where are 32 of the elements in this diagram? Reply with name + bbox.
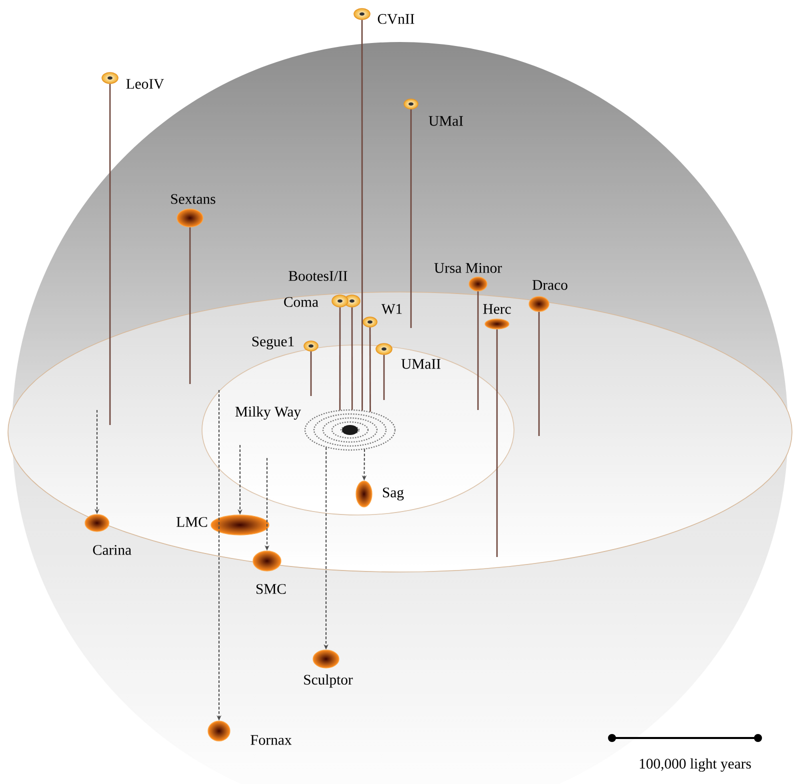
galaxy-label: LMC <box>176 517 208 527</box>
galaxy-label: Carina <box>93 545 132 555</box>
scale-label: 100,000 light years <box>640 758 751 772</box>
galaxy-label: UMaI <box>428 116 463 126</box>
galaxy-label: CVnII <box>378 14 414 24</box>
projection-line <box>361 20 363 410</box>
projection-line <box>369 327 371 412</box>
galaxy-label: Fornax <box>250 735 292 745</box>
galaxy-label: Sag <box>382 488 404 500</box>
projection-line <box>383 354 385 400</box>
projection-line <box>189 227 191 384</box>
projection-line <box>410 109 412 328</box>
galaxy-label: Herc <box>483 304 511 314</box>
galaxy-label: Sextans <box>171 194 216 204</box>
galaxy-label: BootesI/II <box>288 271 348 281</box>
galaxy-label: Ursa Minor <box>434 263 502 273</box>
galaxy-label: LeoIV <box>126 79 164 89</box>
galaxy-label: Milky Way <box>235 406 301 420</box>
projection-line <box>109 84 111 425</box>
projection-line <box>351 307 353 410</box>
projection-line <box>496 329 498 557</box>
galaxy-label: Draco <box>532 280 568 290</box>
projection-line <box>310 351 312 396</box>
projection-line <box>538 312 540 436</box>
projection-line <box>339 307 341 410</box>
galaxy-label: Sculptor <box>304 674 353 688</box>
galaxy-label: UMaII <box>401 359 440 369</box>
projection-line <box>477 291 479 410</box>
galaxy-label: W1 <box>381 304 402 314</box>
galaxy-label: Segue1 <box>252 336 294 350</box>
galaxy-label: Coma <box>284 297 318 307</box>
galaxy-label: SMC <box>256 584 286 594</box>
